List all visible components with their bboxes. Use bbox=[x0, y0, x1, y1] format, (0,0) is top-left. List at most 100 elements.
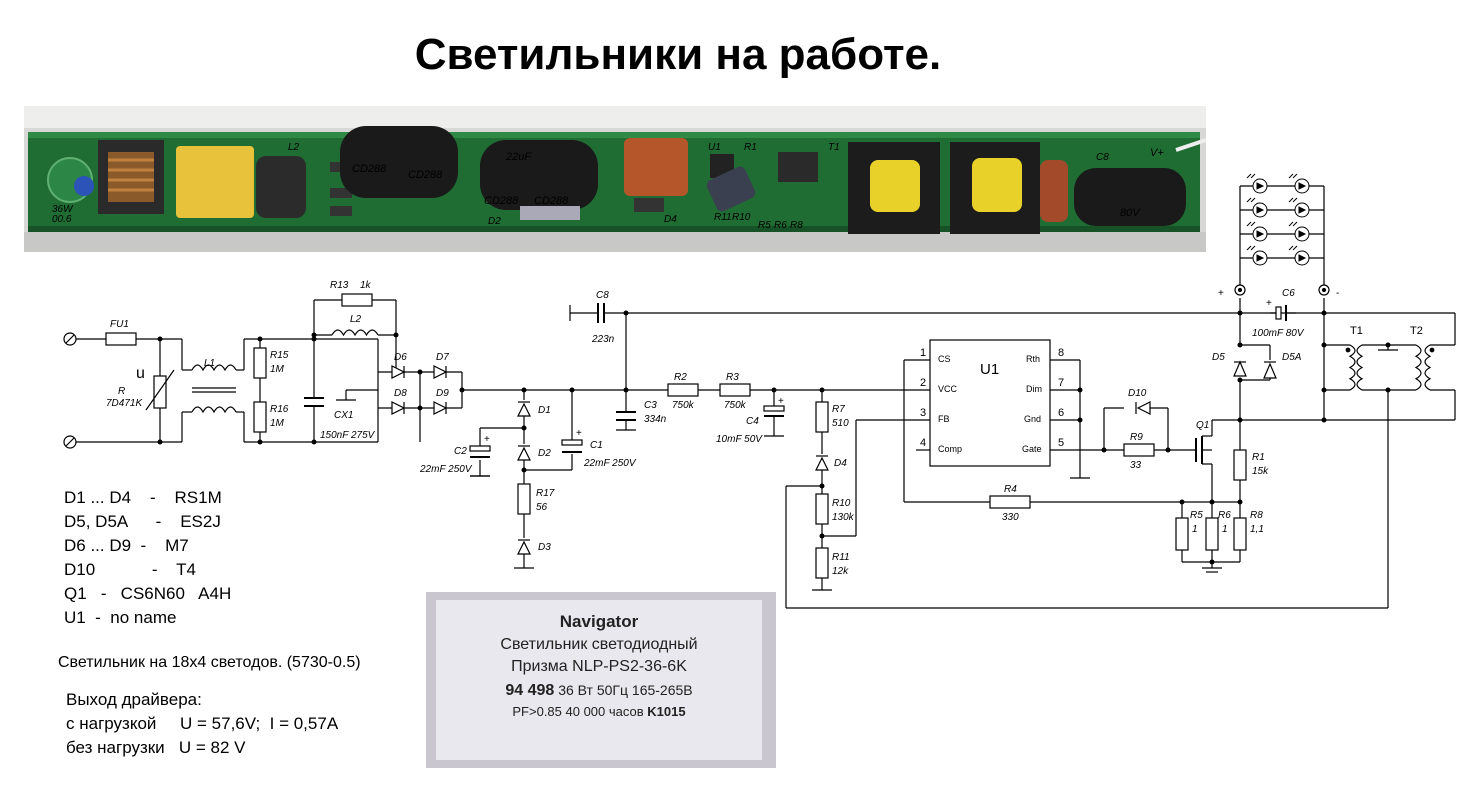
pin-cs: CS bbox=[938, 354, 951, 364]
parts-list-item: D5, D5A - ES2J bbox=[64, 512, 221, 531]
pin-gate: Gate bbox=[1022, 444, 1042, 454]
transformer-t1-secondary bbox=[1356, 344, 1364, 391]
resistor-r17 bbox=[517, 483, 531, 515]
pcb-photo: 36W 00.6 L2 CD288 CD288 22uF CD288 CD288… bbox=[24, 106, 1207, 252]
label-r9-value: 33 bbox=[1130, 460, 1142, 471]
label-output-plus: + bbox=[1218, 288, 1224, 299]
driver-output-unloaded: без нагрузки U = 82 V bbox=[66, 738, 246, 757]
label-c3-value: 334n bbox=[644, 414, 667, 425]
label-d2: D2 bbox=[538, 448, 551, 459]
label-model: Призма NLP-PS2-36-6K bbox=[511, 658, 687, 675]
label-brand: Navigator bbox=[559, 612, 639, 631]
parts-list: D1 ... D4 - RS1M D5, D5A - ES2J D6 ... D… bbox=[64, 486, 231, 630]
photo-mark-cd288-a: CD288 bbox=[352, 163, 387, 175]
led bbox=[1246, 197, 1268, 218]
led bbox=[1246, 221, 1268, 242]
diode-d1 bbox=[517, 402, 531, 417]
label-c3: C3 bbox=[644, 400, 657, 411]
inductor-l2 bbox=[331, 329, 379, 337]
driver-output-loaded: с нагрузкой U = 57,6V; I = 0,57A bbox=[66, 714, 339, 733]
electrolytic-capacitor-2 bbox=[480, 140, 598, 210]
photo-mark-u1: U1 bbox=[708, 142, 721, 153]
label-output-minus: - bbox=[1336, 288, 1339, 299]
label-l2: L2 bbox=[350, 314, 362, 325]
label-specs: 36 Вт 50Гц 165-265В bbox=[558, 682, 693, 698]
transformer-t1-primary bbox=[1348, 344, 1356, 391]
resistor-r7 bbox=[815, 401, 829, 433]
label-r8-value: 1,1 bbox=[1250, 524, 1264, 535]
output-capacitor-small bbox=[1040, 160, 1068, 222]
label-r3: R3 bbox=[726, 372, 739, 383]
label-cx1: CX1 bbox=[334, 410, 353, 421]
pin-vcc: VCC bbox=[938, 384, 958, 394]
label-t1: T1 bbox=[1350, 325, 1363, 337]
photo-mark-cd288-c: CD288 bbox=[484, 195, 519, 207]
label-r1: R1 bbox=[1252, 452, 1265, 463]
led bbox=[1288, 221, 1310, 242]
resistor-r11 bbox=[815, 547, 829, 579]
label-r15: R15 bbox=[270, 350, 289, 361]
label-r3-value: 750k bbox=[724, 400, 747, 411]
output-capacitor-c6 bbox=[1074, 168, 1186, 226]
pin-rth: Rth bbox=[1026, 354, 1040, 364]
label-r6-value: 1 bbox=[1222, 524, 1228, 535]
photo-mark-t1: T1 bbox=[828, 142, 840, 153]
diode-d4 bbox=[815, 456, 829, 471]
diode-d5 bbox=[1233, 360, 1247, 377]
photo-mark-d4: D4 bbox=[664, 214, 677, 225]
capacitor-c2 bbox=[469, 445, 491, 452]
label-batch-code: K1015 bbox=[647, 704, 686, 719]
label-c4-value: 10mF 50V bbox=[716, 434, 763, 445]
label-d5a: D5A bbox=[1282, 352, 1302, 363]
resistor-r6 bbox=[1205, 517, 1219, 551]
label-specs-line: 94 498 36 Вт 50Гц 165-265В bbox=[436, 682, 762, 700]
electrolytic-capacitor-1 bbox=[340, 126, 458, 198]
schematic-labels: FU1 L1 R 7D471K u R15 1M R16 1M R13 1k L… bbox=[106, 280, 1423, 577]
pin-number-8: 8 bbox=[1058, 347, 1064, 359]
label-cx1-value: 150nF 275V bbox=[320, 430, 376, 441]
junction-dots bbox=[157, 310, 1391, 565]
parts-list-item: Q1 - CS6N60 A4H bbox=[64, 584, 232, 603]
photo-mark-cd288-d: CD288 bbox=[534, 195, 569, 207]
label-c6: C6 bbox=[1282, 288, 1295, 299]
parts-list-item: D6 ... D9 - M7 bbox=[64, 536, 189, 555]
resistor-r15 bbox=[253, 347, 267, 379]
photo-mark-c8: C8 bbox=[1096, 152, 1109, 163]
label-c2-value: 22mF 250V bbox=[419, 464, 473, 475]
choke-l1-top bbox=[191, 364, 237, 372]
fuse-fu1 bbox=[105, 332, 137, 346]
capacitor-c6 bbox=[1275, 306, 1282, 320]
x-capacitor bbox=[176, 146, 254, 218]
diode-d7 bbox=[433, 365, 448, 379]
schematic-components bbox=[63, 284, 1435, 591]
led bbox=[1246, 173, 1268, 194]
diode-d5a bbox=[1263, 362, 1277, 379]
blue-capacitor bbox=[74, 176, 94, 196]
label-u: u bbox=[136, 365, 145, 382]
label-t2: T2 bbox=[1410, 325, 1423, 337]
pin-fb: FB bbox=[938, 414, 950, 424]
diode-d9 bbox=[433, 401, 448, 415]
label-r17-value: 56 bbox=[536, 502, 548, 513]
label-code: 94 498 bbox=[505, 682, 555, 699]
led-count-note: Светильник на 18x4 светодов. (5730-0.5) bbox=[58, 654, 361, 671]
label-r4: R4 bbox=[1004, 484, 1017, 495]
resistor-r16 bbox=[253, 401, 267, 433]
label-r-value: 7D471K bbox=[106, 398, 143, 409]
resistor-r5 bbox=[1175, 517, 1189, 551]
photo-mark-vplus: V+ bbox=[1150, 147, 1164, 159]
label-d5: D5 bbox=[1212, 352, 1225, 363]
label-r11: R11 bbox=[832, 552, 850, 563]
photo-mark-r8: R8 bbox=[790, 220, 803, 231]
resistor-r10 bbox=[815, 493, 829, 525]
diode-d2 bbox=[517, 446, 531, 461]
ic-u1 bbox=[929, 339, 1051, 467]
diode-d10 bbox=[1136, 401, 1151, 415]
pin-number-5: 5 bbox=[1058, 437, 1064, 449]
label-r2: R2 bbox=[674, 372, 687, 383]
led bbox=[1288, 197, 1310, 218]
label-r7-value: 510 bbox=[832, 418, 849, 429]
label-r8: R8 bbox=[1250, 510, 1263, 521]
label-d3: D3 bbox=[538, 542, 551, 553]
